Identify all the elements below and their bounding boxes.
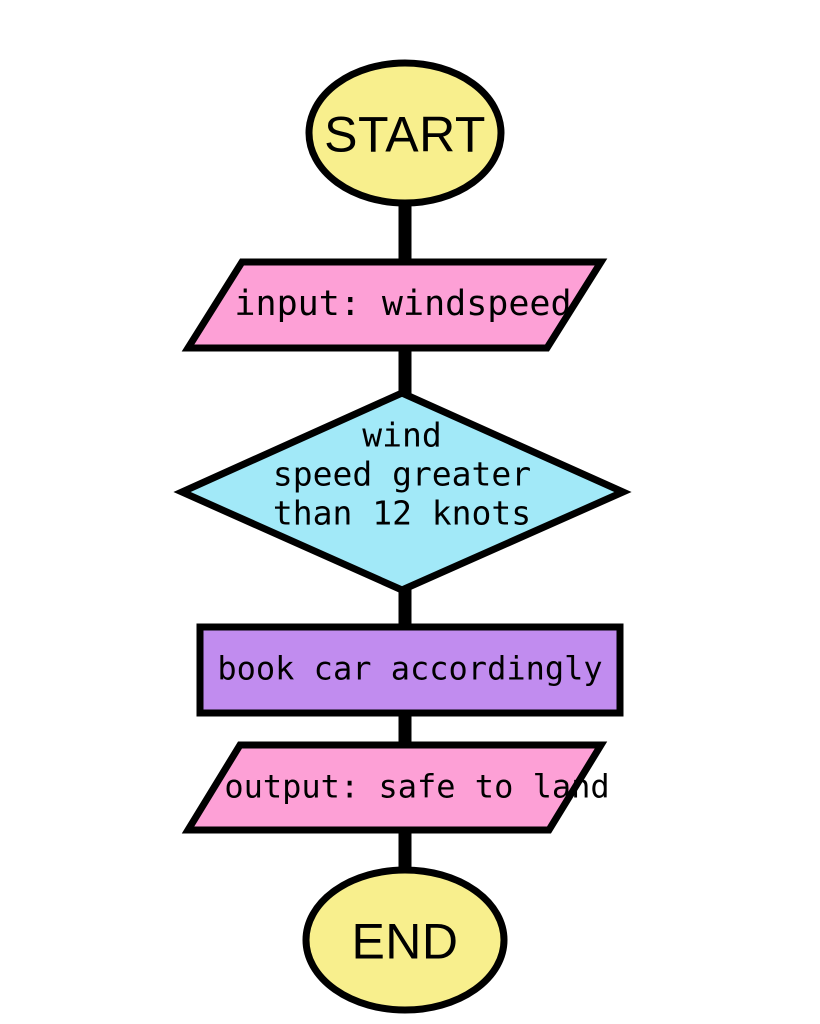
input-parallelogram-shape: [181, 258, 608, 352]
process-node-label: book car accordingly: [217, 649, 603, 688]
decision-label-line-1: wind: [362, 415, 442, 455]
start-node-label: START: [324, 106, 486, 163]
end-node-label: END: [351, 913, 459, 970]
decision-node-label: wind speed greater than 12 knots: [273, 416, 531, 533]
decision-label-line-3: than 12 knots: [272, 493, 532, 533]
decision-diamond-shape: [173, 389, 632, 594]
input-node-label: input: windspeed: [234, 283, 572, 324]
output-parallelogram-shape: [181, 741, 608, 834]
process-rectangle-shape: [196, 623, 624, 717]
decision-label-line-2: speed greater: [272, 454, 532, 494]
end-terminator-shape: [302, 866, 508, 1014]
output-node-label: output: safe to land: [224, 767, 610, 806]
start-terminator-shape: [305, 59, 505, 207]
